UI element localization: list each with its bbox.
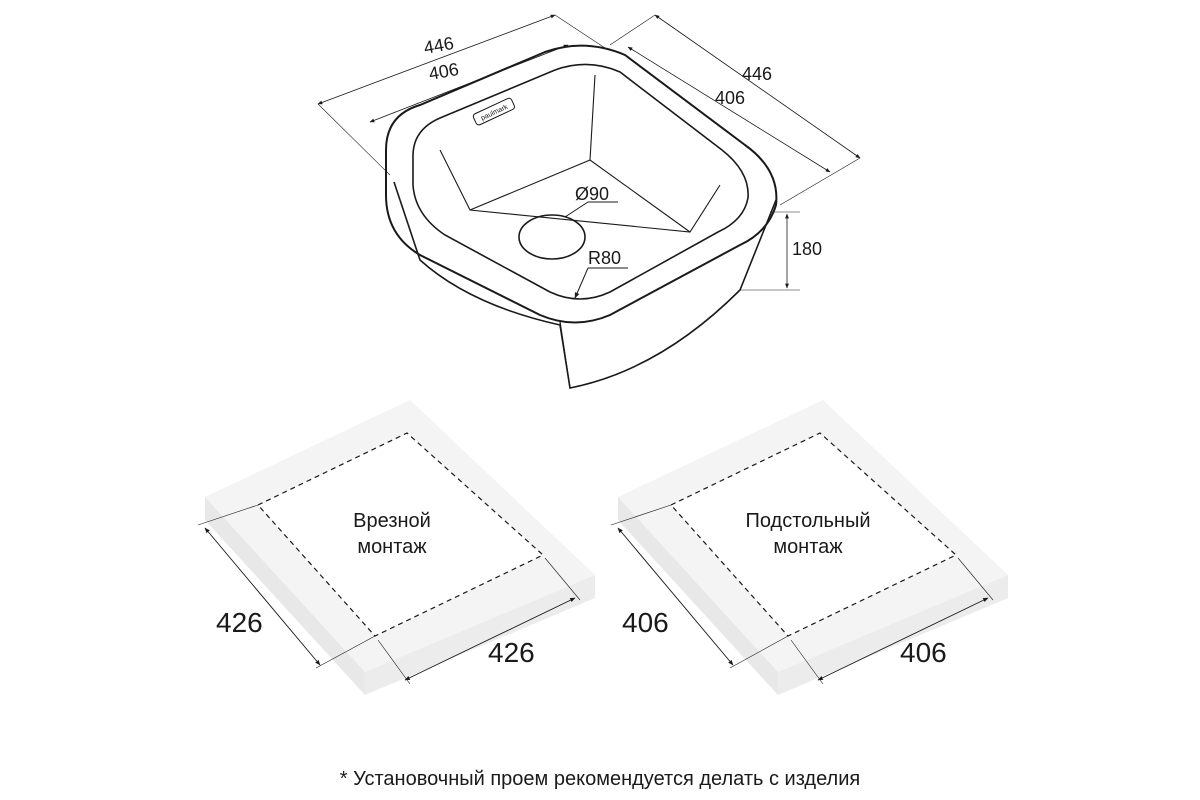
cutout-under-illustration: Подстольный монтаж 406 406 (610, 400, 1008, 695)
sink-illustration: paulmark Ø90 R80 446 406 446 406 180 (317, 14, 861, 389)
dim-depth-label: 180 (792, 239, 822, 259)
inset-dim-left-label: 426 (216, 607, 263, 638)
dim-outer-right-label: 446 (742, 64, 772, 84)
dim-inner-left-label: 406 (427, 59, 460, 84)
inset-label-line1: Врезной (353, 510, 431, 532)
dim-inner-right-label: 406 (715, 88, 745, 108)
drain-diameter-label: Ø90 (575, 184, 609, 204)
inset-cutout-area (257, 432, 545, 637)
under-label-line2: монтаж (773, 536, 843, 558)
corner-radius-label: R80 (588, 248, 621, 268)
inset-label-line2: монтаж (357, 536, 427, 558)
footer-note: * Установочный проем рекомендуется делат… (339, 768, 861, 790)
cutout-inset-illustration: Врезной монтаж 426 426 (197, 400, 595, 695)
sink-body (393, 181, 777, 389)
inset-dim-bottom-label: 426 (488, 637, 535, 668)
under-cutout-area (670, 432, 958, 637)
under-dim-left-label: 406 (622, 607, 669, 638)
under-dim-bottom-label: 406 (900, 637, 947, 668)
drain-hole (518, 214, 586, 260)
under-label-line1: Подстольный (745, 510, 870, 532)
sink-bowl-edge (412, 63, 749, 300)
